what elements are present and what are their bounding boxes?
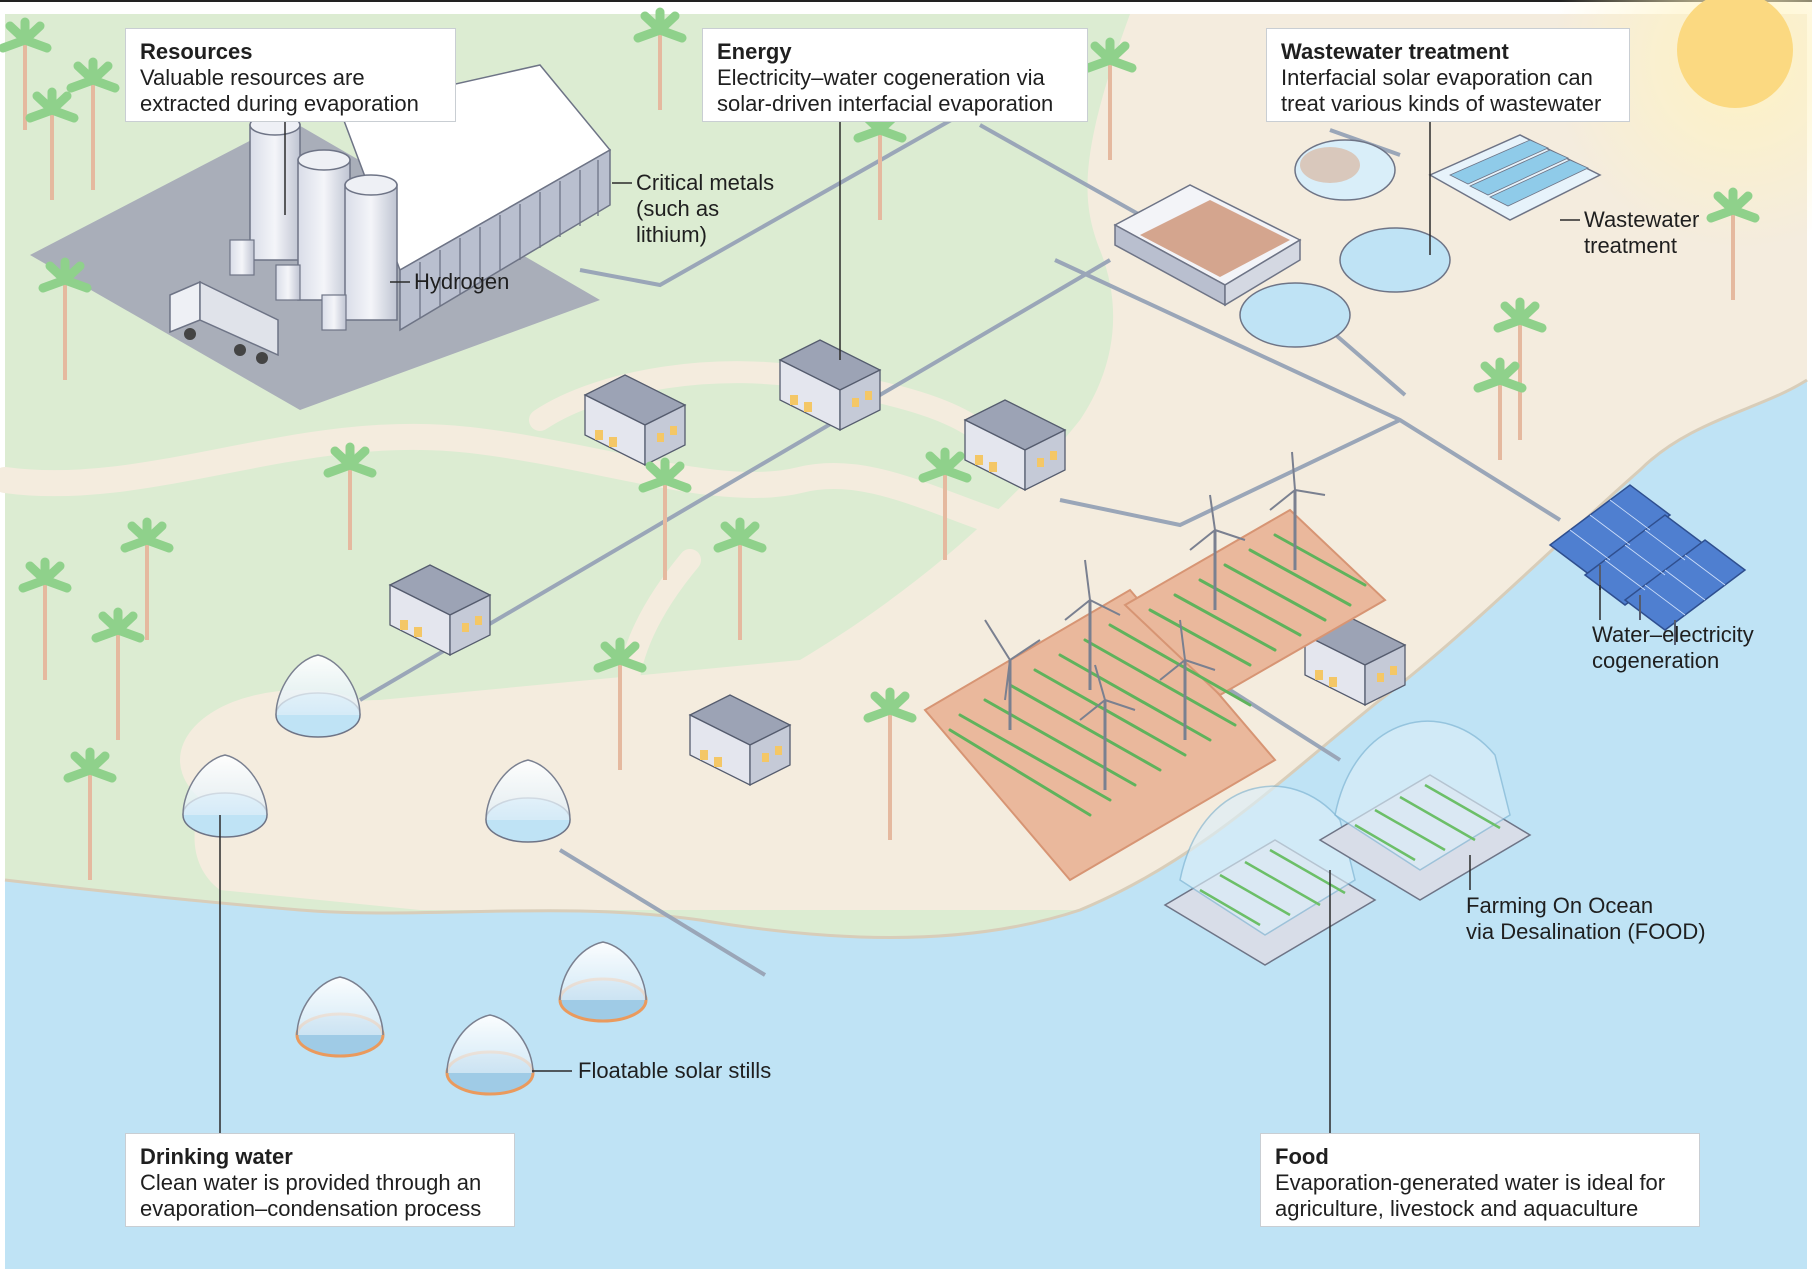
wind-turbines — [984, 451, 1326, 790]
house — [963, 399, 1067, 492]
label-hydrogen: Hydrogen — [414, 269, 510, 294]
wind-turbine — [1189, 494, 1246, 610]
label-cogeneration: Water–electricity cogeneration — [1592, 622, 1754, 674]
pipe — [979, 123, 1141, 217]
palm-tree — [593, 637, 647, 770]
label-critical-metals-line: Critical metals — [636, 170, 775, 195]
crop-field — [1123, 508, 1387, 697]
palm-tree — [713, 517, 767, 640]
callout-drinking-water: Drinking water Clean water is provided t… — [125, 1133, 515, 1227]
palm-tree — [1083, 37, 1137, 160]
palm-tree — [63, 747, 117, 880]
callout-drinking-title: Drinking water — [140, 1144, 293, 1169]
palm-tree — [120, 517, 174, 640]
callout-energy-text: Electricity–water cogeneration via — [717, 65, 1045, 90]
greenhouses — [1163, 720, 1532, 966]
callout-food: Food Evaporation-generated water is idea… — [1260, 1133, 1700, 1227]
wind-turbine — [984, 619, 1041, 730]
callout-resources-title: Resources — [140, 39, 253, 64]
wind-turbine — [1159, 619, 1216, 740]
callout-energy-text: solar-driven interfacial evaporation — [717, 91, 1054, 116]
greenhouse-dome — [1334, 720, 1511, 871]
land-still — [275, 654, 361, 738]
label-wastewater-plant-line: Wastewater — [1584, 207, 1700, 232]
label-wastewater-plant-line: treatment — [1584, 233, 1677, 258]
house — [778, 339, 882, 432]
palm-tree — [863, 687, 917, 840]
shoreline — [4, 378, 1808, 939]
leader-lines — [219, 122, 1601, 1133]
palm-tree — [1706, 187, 1760, 300]
callout-wastewater: Wastewater treatment Interfacial solar e… — [1266, 28, 1630, 122]
palm-tree — [38, 257, 92, 380]
palm-tree — [18, 557, 72, 680]
wind-turbine — [1064, 559, 1121, 690]
palm-tree — [918, 447, 972, 560]
clarifier-tank — [1339, 227, 1451, 293]
palm-tree — [1493, 297, 1547, 440]
palm-tree — [0, 17, 52, 130]
house — [688, 694, 792, 787]
palm-tree — [633, 7, 687, 110]
dirt-path — [0, 423, 1073, 553]
solar-panel-array — [1548, 484, 1747, 645]
palm-tree — [1473, 357, 1527, 460]
palm-tree — [25, 87, 79, 200]
sun-disk — [1677, 0, 1793, 108]
label-food-farming-line: Farming On Ocean — [1466, 893, 1654, 918]
label-cogeneration-line: Water–electricity — [1592, 622, 1754, 647]
palm-tree — [323, 442, 377, 550]
hydrogen-tanks — [229, 114, 398, 331]
callout-drinking-text: evaporation–condensation process — [140, 1196, 482, 1221]
palm-tree — [91, 607, 145, 740]
land-still — [485, 759, 571, 843]
callout-drinking-text: Clean water is provided through an — [140, 1170, 482, 1195]
pipe — [579, 113, 961, 288]
solar-stills — [182, 654, 648, 1096]
callout-energy: Energy Electricity–water cogeneration vi… — [702, 28, 1088, 122]
callout-food-text: agriculture, livestock and aquaculture — [1275, 1196, 1639, 1221]
callout-wastewater-text: Interfacial solar evaporation can — [1281, 65, 1593, 90]
label-critical-metals: Critical metals (such as lithium) — [636, 170, 774, 248]
houses — [388, 339, 1407, 787]
callout-resources-text: Valuable resources are — [140, 65, 365, 90]
clarifier-tank — [1239, 282, 1351, 348]
callout-energy-title: Energy — [717, 39, 792, 64]
floating-still — [295, 976, 385, 1058]
house — [388, 564, 492, 657]
pipe — [558, 848, 767, 977]
callout-food-text: Evaporation-generated water is ideal for — [1275, 1170, 1666, 1195]
callout-resources: Resources Valuable resources are extract… — [125, 28, 456, 122]
label-cogeneration-line: cogeneration — [1592, 648, 1720, 673]
label-critical-metals-line: (such as — [636, 196, 720, 221]
label-food-farming: Farming On Ocean via Desalination (FOOD) — [1466, 893, 1706, 945]
truck — [169, 280, 279, 364]
wind-turbine — [1079, 664, 1136, 790]
house — [583, 374, 687, 467]
label-wastewater-plant: Wastewater treatment — [1584, 207, 1699, 259]
pipe — [1059, 418, 1401, 528]
callout-wastewater-text: treat various kinds of wastewater — [1281, 91, 1602, 116]
palm-tree — [853, 107, 907, 220]
label-solar-stills: Floatable solar stills — [578, 1058, 772, 1083]
greenhouse-dome — [1179, 785, 1356, 936]
label-critical-metals-line: lithium) — [636, 222, 707, 247]
land-still — [182, 754, 268, 838]
callout-resources-text: extracted during evaporation — [140, 91, 419, 116]
palm-tree — [638, 457, 692, 580]
callout-wastewater-title: Wastewater treatment — [1281, 39, 1509, 64]
callout-food-title: Food — [1275, 1144, 1329, 1169]
floating-still — [558, 941, 648, 1023]
palm-tree — [66, 57, 120, 190]
wastewater-plant — [1113, 134, 1602, 348]
wind-turbine — [1269, 451, 1326, 570]
plant-building-side — [399, 148, 611, 332]
floating-still — [445, 1014, 535, 1096]
crop-fields — [923, 508, 1387, 882]
palm-trees — [0, 7, 1760, 880]
pipe — [1328, 328, 1407, 397]
label-food-farming-line: via Desalination (FOOD) — [1466, 919, 1706, 944]
